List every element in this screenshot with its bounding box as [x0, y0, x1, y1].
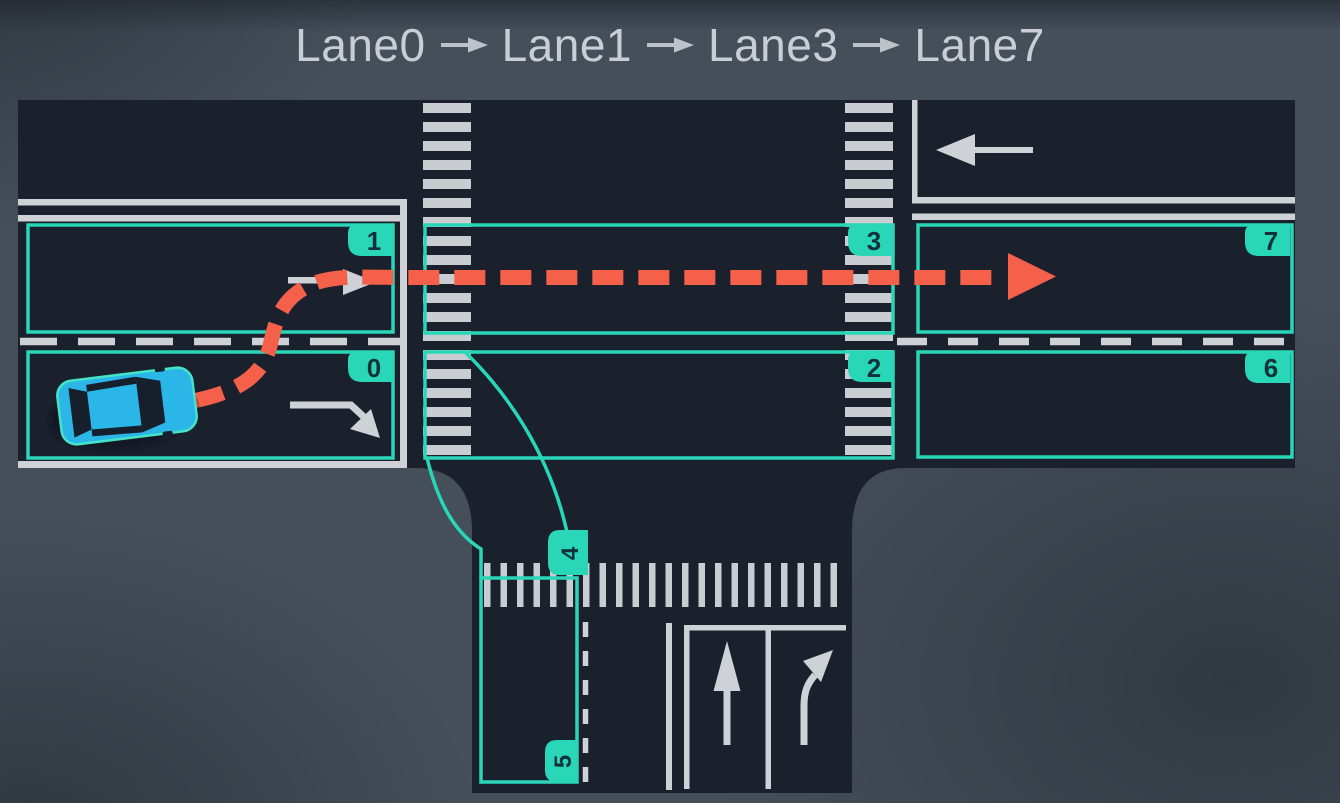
curb-line — [18, 461, 406, 468]
lane-box-6 — [916, 350, 1294, 459]
route-title-lane-0: Lane0 — [295, 19, 426, 71]
stop-line — [666, 623, 672, 790]
svg-text:7: 7 — [1264, 226, 1278, 256]
right-arrow-icon — [440, 37, 488, 53]
lane-separator — [684, 625, 690, 789]
stop-line — [400, 199, 407, 468]
svg-text:1: 1 — [367, 226, 381, 256]
right-turn-arrow-icon — [290, 401, 380, 438]
curb-line — [912, 100, 918, 203]
lane-badge-7: 7 — [1245, 225, 1290, 256]
lane-badges: 1 0 3 2 7 6 4 5 — [348, 225, 1290, 782]
car-rear-window — [68, 388, 92, 438]
lane-box-2 — [423, 350, 895, 460]
right-arrow-icon — [853, 37, 901, 53]
route-path — [191, 253, 1056, 409]
median-line — [912, 197, 1295, 204]
ego-car — [46, 363, 200, 454]
median-line — [912, 213, 1295, 220]
svg-text:0: 0 — [367, 353, 381, 383]
up-arrow-icon — [713, 641, 741, 745]
lane-4-right-boundary — [464, 351, 569, 533]
car-side-window — [91, 425, 143, 437]
lane-4-left-boundary — [425, 457, 483, 578]
svg-text:2: 2 — [867, 353, 881, 383]
route-title-lane-3: Lane3 — [708, 19, 839, 71]
car-windshield — [135, 376, 166, 433]
svg-text:5: 5 — [550, 755, 577, 768]
lane-badge-5: 5 — [545, 740, 577, 782]
lane-badge-1: 1 — [348, 225, 393, 256]
route-title: Lane0 Lane1 Lane3 Lane7 — [0, 18, 1340, 72]
median-line — [18, 215, 407, 222]
right-arrow-icon — [647, 37, 694, 53]
lane-separator — [765, 630, 771, 789]
median-line — [18, 199, 407, 206]
car-mirror — [162, 430, 174, 440]
up-right-turn-arrow-icon — [800, 650, 833, 745]
lane-badge-2: 2 — [848, 352, 893, 383]
route-title-lane-1: Lane1 — [501, 19, 632, 71]
route-arrowhead-icon — [1008, 253, 1056, 300]
car-side-window — [86, 376, 137, 392]
lane-box-5 — [479, 576, 579, 784]
svg-text:3: 3 — [867, 226, 881, 256]
lane-badge-0: 0 — [348, 352, 393, 383]
lane-separator — [684, 625, 846, 631]
left-arrow-icon — [936, 134, 1033, 166]
route-dashed-line — [191, 269, 994, 409]
lane-box-0 — [26, 350, 395, 460]
svg-text:4: 4 — [557, 546, 584, 560]
car-mirror — [154, 363, 165, 373]
straight-arrow-icon — [288, 269, 376, 295]
lane-boundaries — [26, 223, 1294, 784]
lane-badge-4: 4 — [548, 530, 588, 575]
lane-badge-3: 3 — [848, 225, 893, 256]
svg-text:6: 6 — [1264, 353, 1278, 383]
route-title-lane-7: Lane7 — [914, 19, 1045, 71]
lane-badge-6: 6 — [1245, 352, 1290, 383]
